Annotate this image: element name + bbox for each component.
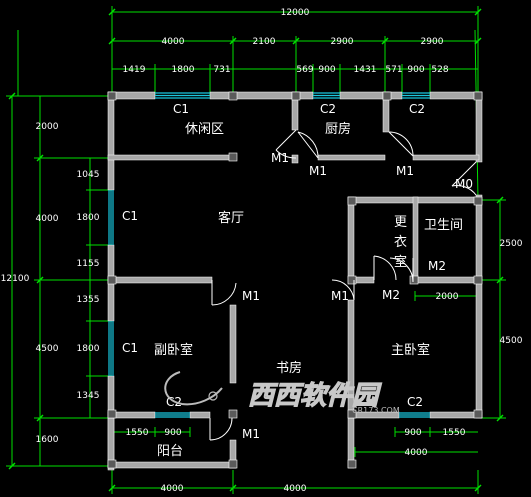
dim-left-seg-4: 1600 [36,435,59,445]
room-kitchen: 厨房 [325,121,351,137]
tag-door-bath-m2: M2 [428,259,446,273]
door-bathroom-m0 [451,161,477,196]
dim-master-width: 4000 [405,448,428,458]
dim-bottom-detail-l1: 1550 [126,428,149,438]
tag-door-kitchen: M1 [309,164,327,178]
room-bathroom: 卫生间 [424,218,463,233]
watermark-swoosh [164,371,223,406]
dim-detail-6: 1431 [354,65,377,75]
room-master-bedroom: 主卧室 [391,342,430,358]
window-living-left [108,190,114,245]
dim-bottom-detail-l2: 900 [164,428,181,438]
tag-window-master-bottom: C2 [407,395,423,409]
door-closet-m2 [373,255,397,281]
dim-bottom-detail-r2: 1550 [443,428,466,438]
dim-left-detail-4: 1355 [77,295,100,305]
watermark-text: 西西软件园 [248,381,382,411]
room-study: 书房 [276,360,302,376]
tag-door-second-bedroom: M1 [242,289,260,303]
door-store [388,131,414,157]
dim-bottom-detail-r1: 900 [404,428,421,438]
room-closet-1: 更 [394,215,407,230]
door-leisure [275,129,297,159]
tag-window-kitchen: C2 [320,102,336,116]
dim-detail-2: 1800 [172,65,195,75]
dim-bottom-right: 4000 [284,484,307,494]
dim-detail-4: 569 [296,65,313,75]
windows [108,92,430,418]
room-closet-2: 衣 [394,234,407,250]
dim-detail-3: 731 [213,65,230,75]
dim-top-seg-3: 2900 [331,37,354,47]
structural-columns [107,91,483,469]
room-closet-3: 室 [394,254,407,270]
doors [209,129,477,441]
window-master-bottom [399,412,430,418]
room-balcony: 阳台 [157,444,183,459]
window-leisure-top [155,92,210,99]
dim-left-seg-3: 4500 [36,344,59,354]
tag-door-leisure: M1 [271,151,289,165]
window-second-bottom [155,412,190,418]
tag-door-master: M1 [331,289,349,303]
dim-detail-9: 528 [431,65,448,75]
tag-window-store: C2 [409,102,425,116]
door-second-bedroom [211,280,237,306]
dim-left-overall: 12100 [1,274,30,284]
dim-left-seg-1: 2000 [36,122,59,132]
dim-top-seg-4: 2900 [421,37,444,47]
dim-top-seg-2: 2100 [253,37,276,47]
dim-right-seg-2: 4500 [500,336,523,346]
dim-left-seg-2: 4000 [36,214,59,224]
door-balcony [209,417,233,441]
dim-right-seg-1: 2500 [500,239,523,249]
dim-detail-5: 900 [318,65,335,75]
dimension-ticks [8,8,504,492]
dim-left-detail-2: 1800 [77,213,100,223]
dim-detail-7: 571 [385,65,402,75]
tag-door-closet-m2: M2 [382,288,400,302]
tag-window-leisure: C1 [173,102,189,116]
room-leisure: 休闲区 [185,122,224,137]
dim-left-detail-1: 1045 [77,170,100,180]
tag-door-balcony: M1 [242,427,260,441]
window-store-top [402,92,430,99]
dim-top-overall: 12000 [281,8,310,18]
tag-door-store: M1 [396,164,414,178]
tag-window-living: C1 [122,209,138,223]
door-master [331,279,355,301]
dim-top-seg-1: 4000 [162,37,185,47]
room-second-bedroom: 副卧室 [154,342,193,358]
dim-bath-width: 2000 [436,292,459,302]
watermark: 西西软件园 CR173.COM [164,371,400,415]
window-bedroom-left [108,321,114,376]
watermark-dot [208,391,218,401]
dim-left-detail-6: 1345 [77,391,100,401]
dim-detail-8: 900 [407,65,424,75]
dim-bottom-left: 4000 [161,484,184,494]
dim-detail-1: 1419 [123,65,146,75]
dimension-lines [6,6,506,494]
tag-window-bedroom: C1 [122,341,138,355]
door-kitchen [297,131,319,159]
room-labels: 休闲区 厨房 客厅 卫生间 更 衣 室 副卧室 书房 主卧室 阳台 [154,121,463,459]
room-living: 客厅 [218,210,244,226]
dim-left-detail-3: 1155 [77,259,100,269]
door-bathroom-m2 [389,257,414,283]
dim-left-detail-5: 1800 [77,344,100,354]
tag-door-m0: M0 [455,177,473,191]
watermark-subtext: CR173.COM [352,406,400,415]
dimension-labels: 12000 4000 2100 2900 2900 1419 1800 731 … [1,8,523,494]
window-kitchen-top [313,92,340,99]
